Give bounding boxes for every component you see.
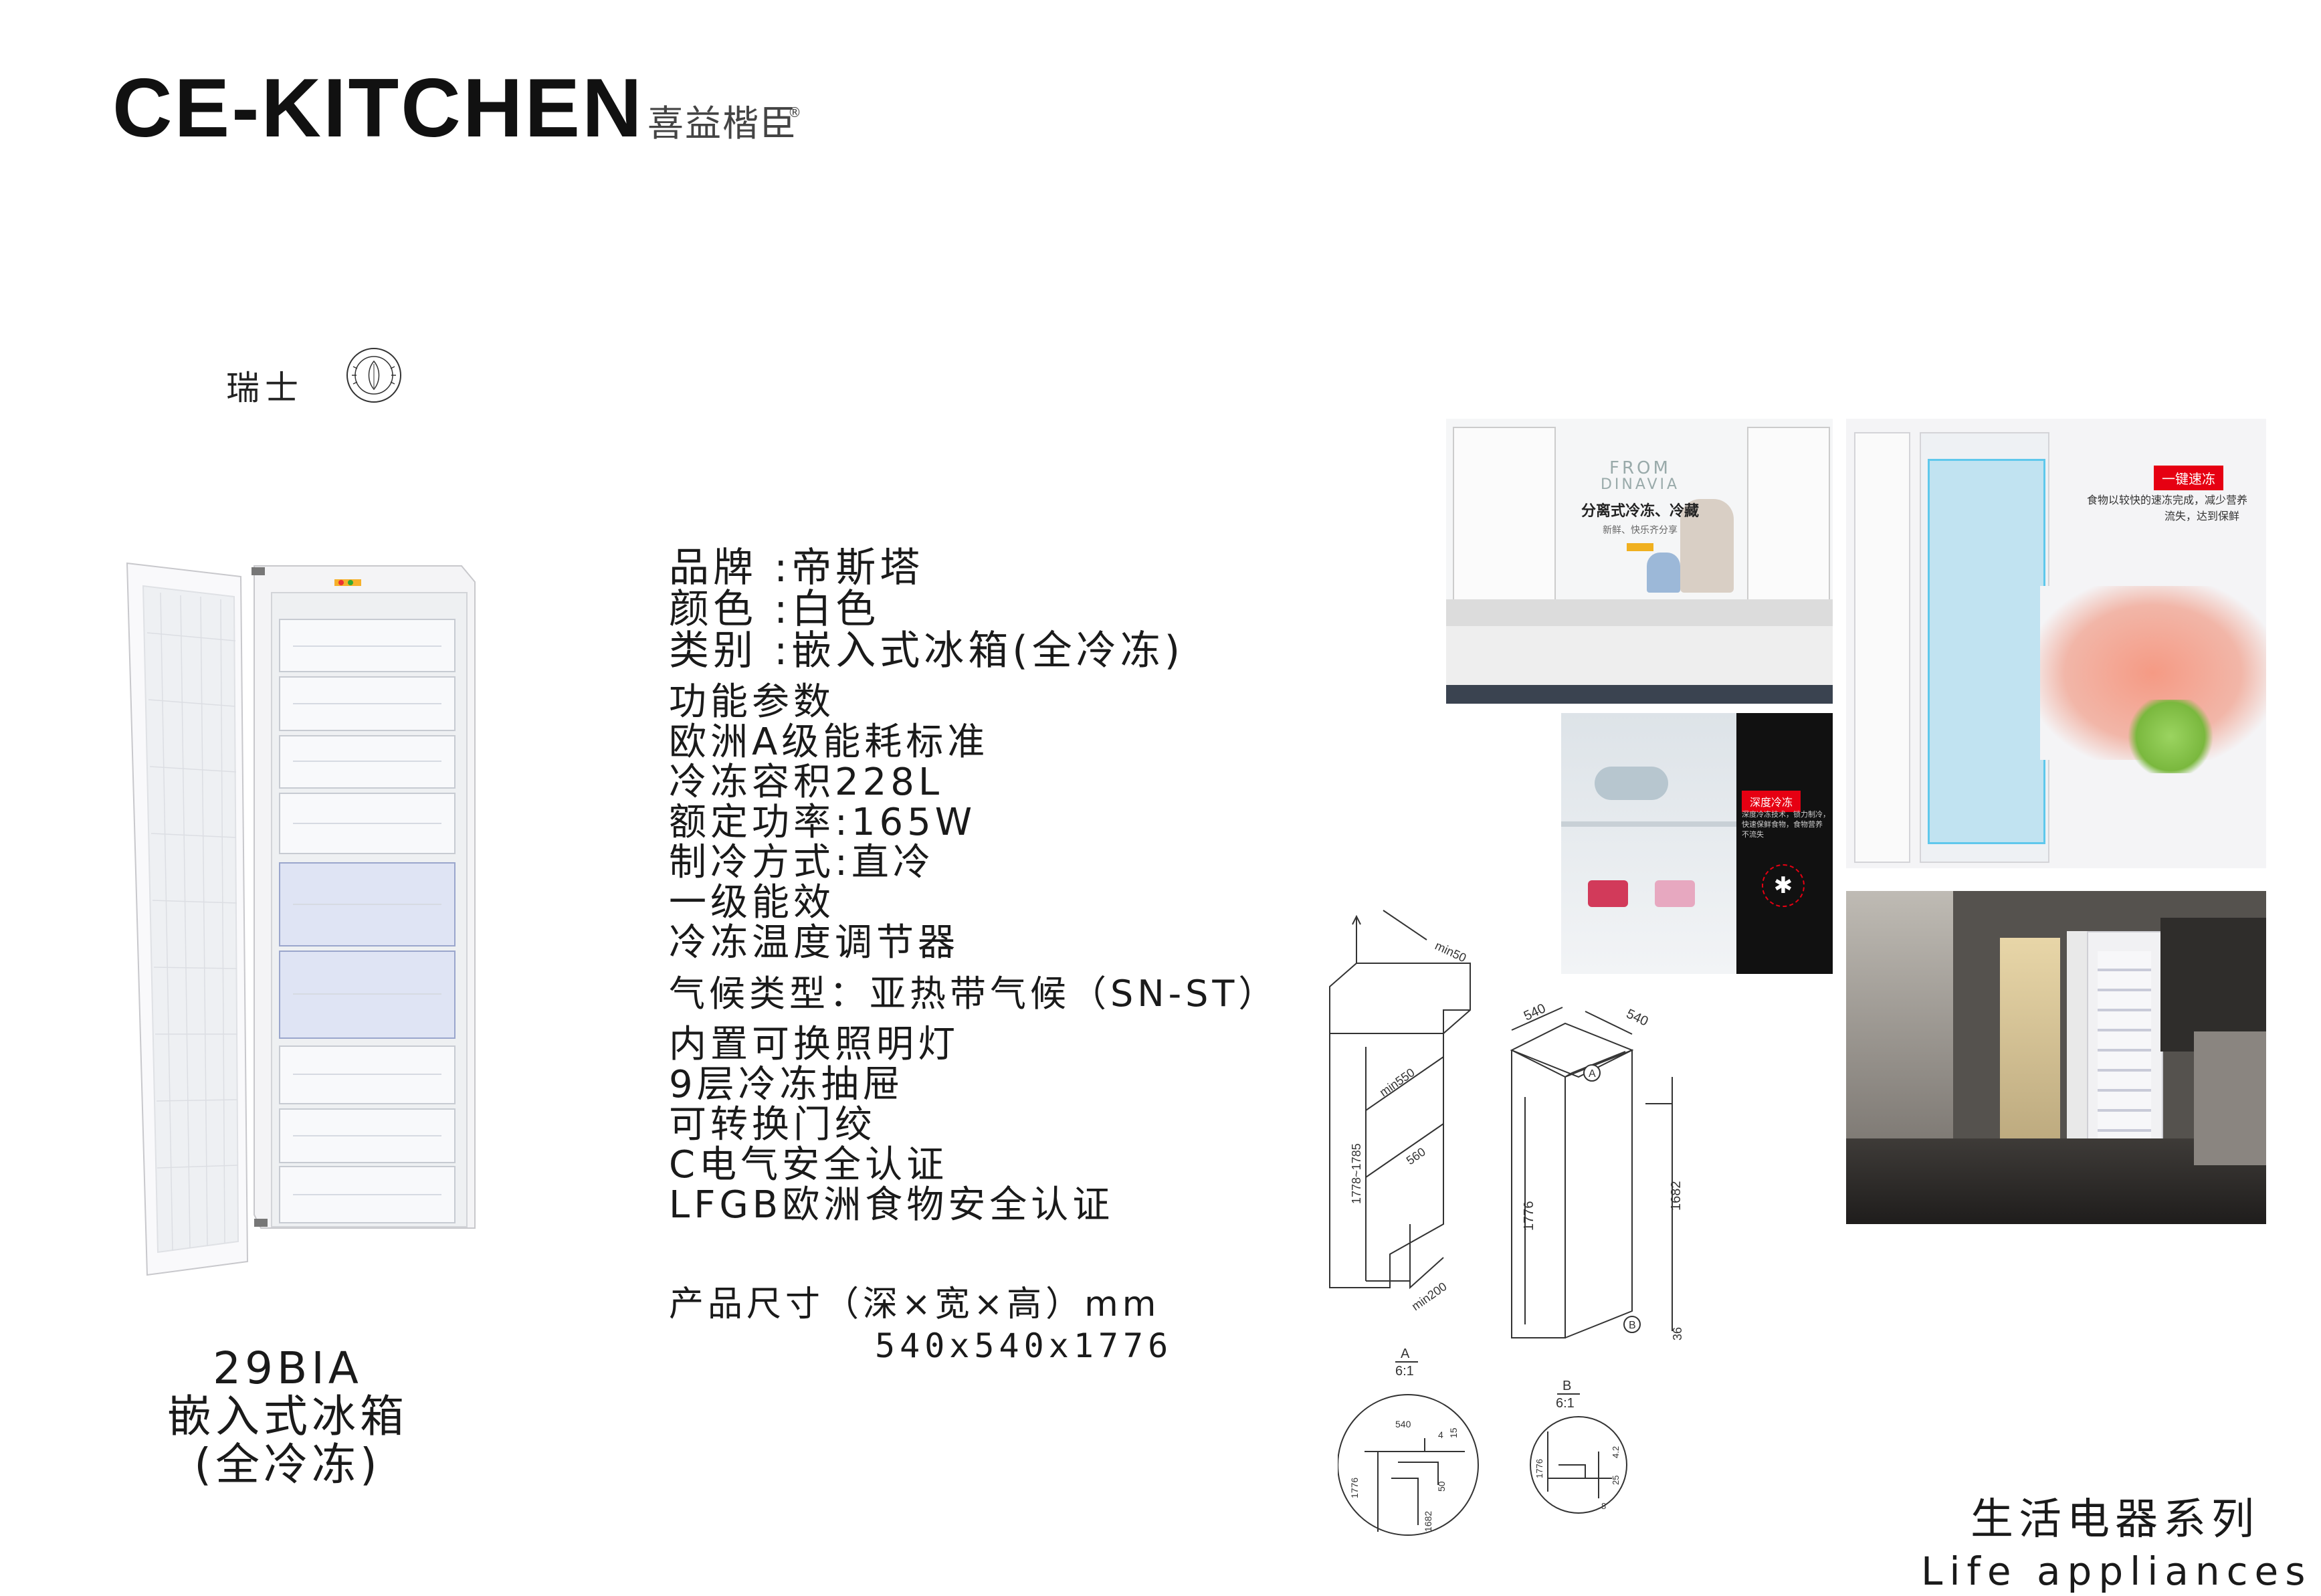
label-min550: min550	[1377, 1066, 1417, 1099]
product-freezer-image	[126, 562, 476, 1276]
detail-a-15: 15	[1448, 1427, 1459, 1438]
model-code: 29BIA	[213, 1342, 363, 1394]
detail-b-8: 8	[1601, 1501, 1606, 1511]
detail-a-diagram: A 6:1 540 4 15 1776 50 1682	[1338, 1346, 1479, 1536]
spec-feature: C电气安全认证	[669, 1143, 948, 1187]
snowflake-icon: ✱	[1762, 864, 1805, 907]
spec-feature: 制冷方式:直冷	[669, 841, 934, 884]
deep-freeze-desc: 快速保鲜食物，食物营养	[1742, 820, 1823, 829]
kitchen-banner-photo: FROM DINAVIA 分离式冷冻、冷藏 新鲜、快乐齐分享	[1446, 419, 1833, 704]
banner-tagline: 新鲜、快乐齐分享	[1603, 525, 1678, 536]
spec-color: 颜色 :白色	[669, 586, 880, 633]
origin-country: 瑞士	[226, 369, 304, 407]
model-block: 29BIA 嵌入式冰箱 (全冷冻)	[0, 1344, 575, 1489]
label-height-1682: 1682	[1669, 1181, 1684, 1211]
spec-feature: 内置可换照明灯	[669, 1023, 959, 1066]
dimensions-label: 产品尺寸（深×宽×高）mm	[669, 1284, 1160, 1324]
quick-freeze-desc: 流失，达到保鲜	[2164, 510, 2240, 522]
label-depth-540: 540	[1522, 1003, 1548, 1024]
series-title-en: Life appliances	[1921, 1549, 2312, 1594]
spec-feature: 冷冻容积228L	[669, 761, 944, 804]
detail-a-scale: 6:1	[1395, 1364, 1414, 1379]
quick-freeze-photo: 一键速冻 食物以较快的速冻完成，减少营养 流失，达到保鲜	[1846, 419, 2266, 868]
quick-freeze-desc: 食物以较快的速冻完成，减少营养	[2087, 494, 2248, 506]
model-name: 嵌入式冰箱	[167, 1391, 408, 1442]
model-subtitle: (全冷冻)	[194, 1439, 381, 1490]
detail-b-4-2: 4.2	[1611, 1446, 1621, 1458]
deep-freeze-desc: 深度冷冻技术，锁力制冷，	[1742, 810, 1830, 819]
banner-headline: 分离式冷冻、冷藏	[1581, 503, 1699, 520]
detail-b-25: 25	[1611, 1476, 1621, 1485]
detail-b-scale: 6:1	[1556, 1396, 1575, 1411]
spec-feature: 一级能效	[669, 881, 835, 924]
brand-logo-cn: 喜益楷臣	[647, 102, 797, 144]
label-height-range: 1778~1785	[1350, 1143, 1363, 1204]
series-title-cn: 生活电器系列	[1971, 1495, 2259, 1544]
detail-a-1682: 1682	[1423, 1511, 1433, 1532]
spec-feature: 额定功率:165W	[669, 801, 977, 844]
registered-mark: ®	[788, 104, 801, 120]
label-min50: min50	[1433, 938, 1468, 965]
detail-a-1776: 1776	[1349, 1478, 1360, 1498]
deep-freeze-desc: 不流失	[1742, 830, 1764, 839]
detail-a-title: A	[1401, 1346, 1410, 1361]
spec-category: 类别 :嵌入式冰箱(全冷冻)	[669, 627, 1185, 674]
spec-climate: 气候类型：亚热带气候（SN-ST）	[669, 973, 1279, 1015]
dimensions-value: 540x540x1776	[875, 1326, 1173, 1365]
installation-niche-diagram: min50 min550 560 1778~1785 min200	[1329, 910, 1471, 1313]
label-36: 36	[1671, 1327, 1684, 1340]
marker-b: B	[1629, 1320, 1636, 1331]
interior-kitchen-photo	[1846, 891, 2266, 1224]
brand-logo: CE-KITCHEN	[112, 62, 644, 155]
spec-feature: LFGB欧洲食物安全认证	[669, 1183, 1114, 1227]
spec-feature: 冷冻温度调节器	[669, 921, 959, 965]
banner-from: FROM	[1609, 458, 1671, 478]
label-min200: min200	[1409, 1280, 1449, 1313]
spec-feature: 可转换门绞	[669, 1103, 876, 1146]
detail-b-diagram: B 6:1 1776 4.2 25 8	[1530, 1379, 1627, 1514]
product-dimension-diagram: A B 540 540 1776 1682 36	[1510, 1003, 1684, 1340]
marker-a: A	[1589, 1068, 1596, 1080]
spec-feature: 功能参数	[669, 680, 835, 724]
banner-brand: DINAVIA	[1600, 476, 1680, 493]
detail-a-4: 4	[1438, 1429, 1443, 1440]
spec-feature: 欧洲A级能耗标准	[669, 720, 989, 764]
detail-a-540: 540	[1395, 1419, 1411, 1429]
deep-freeze-tag: 深度冷冻	[1742, 791, 1801, 812]
quick-freeze-tag: 一键速冻	[2154, 466, 2223, 490]
detail-a-50: 50	[1436, 1481, 1447, 1492]
spec-feature: 9层冷冻抽屉	[669, 1063, 904, 1106]
detail-b-title: B	[1562, 1379, 1571, 1393]
spec-brand: 品牌 :帝斯塔	[669, 544, 924, 591]
spec-list: 品牌 :帝斯塔 颜色 :白色 类别 :嵌入式冰箱(全冷冻) 功能参数 欧洲A级能…	[669, 547, 1278, 1225]
label-height-1776: 1776	[1522, 1201, 1536, 1231]
brand-seal-icon	[346, 348, 401, 403]
label-width-540: 540	[1624, 1007, 1651, 1029]
deep-freeze-photo: 深度冷冻 深度冷冻技术，锁力制冷， 快速保鲜食物，食物营养 不流失 ✱	[1561, 713, 1833, 974]
detail-b-1776: 1776	[1534, 1459, 1544, 1478]
